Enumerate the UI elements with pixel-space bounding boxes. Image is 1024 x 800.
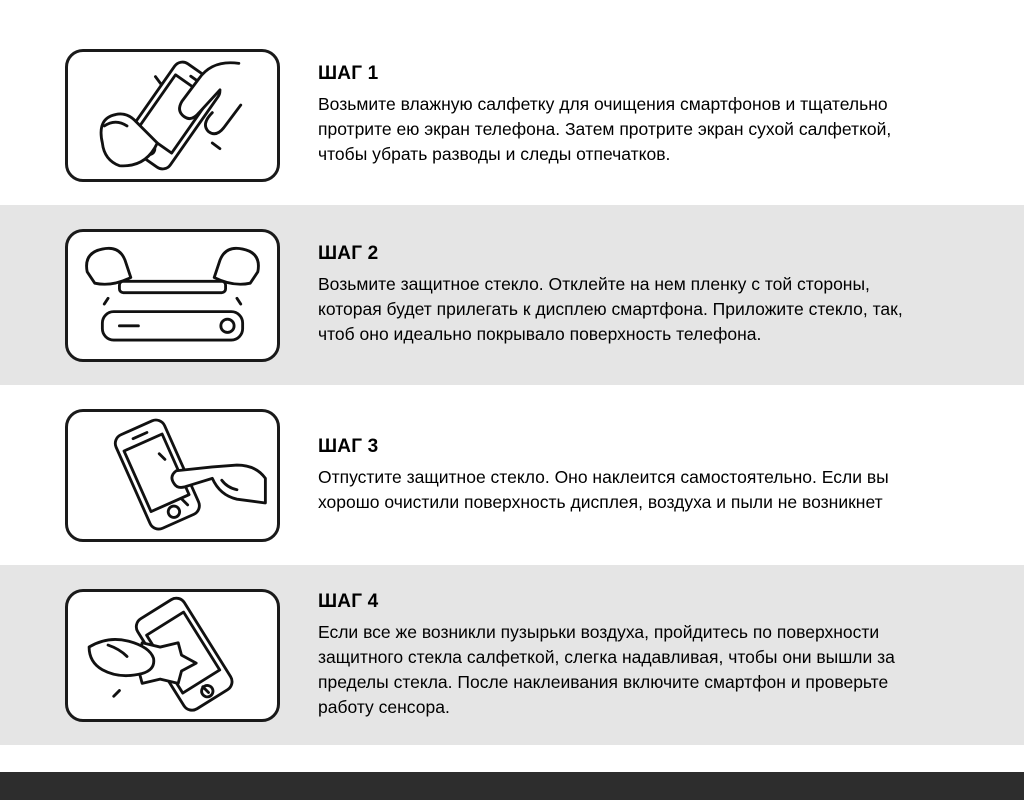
step-4-description: Если все же возникли пузырьки воздуха, п… xyxy=(318,621,895,717)
step-1-section: ШАГ 1 Возьмите влажную салфетку для очищ… xyxy=(0,25,1024,205)
step-3-section: ШАГ 3 Отпустите защитное стекло. Оно нак… xyxy=(0,385,1024,565)
step-4-text: ШАГ 4 Если все же возникли пузырьки возд… xyxy=(318,591,938,720)
smoothing-bubbles-cloth-icon xyxy=(87,596,234,712)
footer-bar xyxy=(0,772,1024,800)
step-3-text: ШАГ 3 Отпустите защитное стекло. Оно нак… xyxy=(318,436,938,515)
step-3-title: ШАГ 3 xyxy=(318,435,379,457)
step-1-title: ШАГ 1 xyxy=(318,63,379,84)
step-2-text: ШАГ 2 Возьмите защитное стекло. Отклейте… xyxy=(318,243,938,347)
step-4-title: ШАГ 4 xyxy=(318,590,379,612)
step-2-section: ШАГ 2 Возьмите защитное стекло. Отклейте… xyxy=(0,205,1024,385)
hand-wiping-phone-screen-icon xyxy=(99,60,243,170)
step-4-section: ШАГ 4 Если все же возникли пузырьки возд… xyxy=(0,565,1024,745)
step-1-illustration xyxy=(65,48,280,182)
step-2-description: Возьмите защитное стекло. Отклейте на не… xyxy=(318,274,903,344)
step-3-illustration xyxy=(65,408,280,542)
step-2-title: ШАГ 2 xyxy=(318,243,379,264)
step-1-description: Возьмите влажную салфетку для очищения с… xyxy=(318,94,892,164)
step-2-illustration xyxy=(65,228,280,362)
placing-protective-glass-icon xyxy=(85,246,260,341)
step-3-description: Отпустите защитное стекло. Оно наклеится… xyxy=(318,466,889,512)
step-1-text: ШАГ 1 Возьмите влажную салфетку для очищ… xyxy=(318,63,938,167)
step-4-illustration xyxy=(65,588,280,722)
finger-pressing-glass-icon xyxy=(113,418,267,530)
